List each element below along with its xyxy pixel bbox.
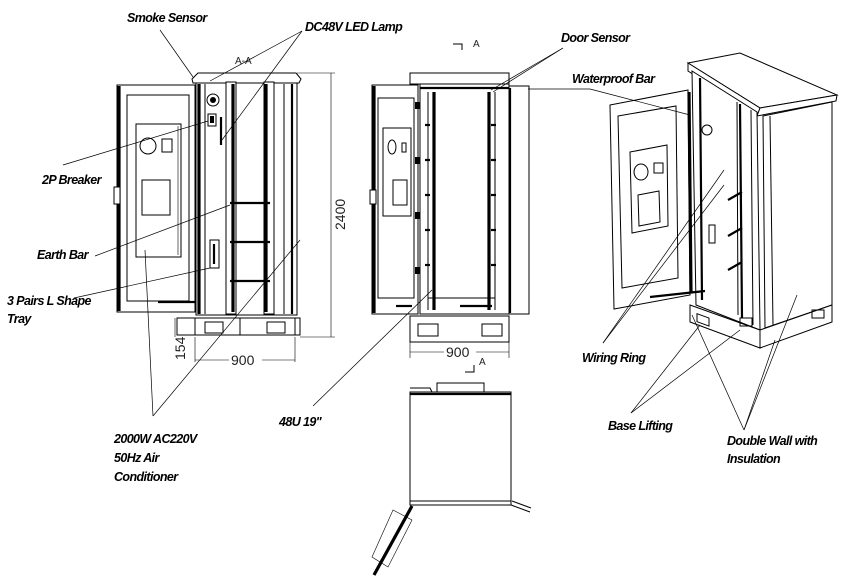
label-wiring-ring: Wiring Ring [582,351,646,365]
section-mark-bottom: A [479,357,486,368]
label-air-conditioner-3: Conditioner [114,470,179,484]
label-48u-rack: 48U 19" [278,415,323,429]
label-l-shape-tray-1: 3 Pairs L Shape [7,294,92,308]
section-view-label: A-A [235,56,252,67]
label-air-conditioner-2: 50Hz Air [114,451,160,465]
height-dimension: 2400 [332,199,348,230]
label-waterproof-bar: Waterproof Bar [572,72,656,86]
label-double-wall-2: Insulation [727,452,781,466]
left-open-door [113,84,196,313]
leader-lines [62,29,798,431]
label-2p-breaker: 2P Breaker [41,173,103,187]
label-l-shape-tray-2: Tray [7,312,32,326]
label-door-sensor: Door Sensor [561,31,631,45]
label-smoke-sensor: Smoke Sensor [127,11,208,25]
label-earth-bar: Earth Bar [37,248,90,262]
middle-open-door [369,84,419,315]
section-mark-top: A [473,39,480,50]
middle-rack-marks [425,123,496,267]
middle-front-view [369,43,530,373]
label-air-conditioner-1: 2000W AC220V [113,432,199,446]
left-cabinet-body [191,72,302,316]
top-plan-view [371,382,532,576]
label-led-lamp: DC48V LED Lamp [305,20,403,34]
left-cabinet-base [176,317,301,336]
base-height-dimension: 154 [172,336,188,360]
width-dimension-left: 900 [231,352,255,368]
left-section-view [113,72,335,362]
width-dimension-middle: 900 [446,344,470,360]
label-base-lifting: Base Lifting [608,419,673,433]
isometric-view [609,52,839,349]
label-double-wall-1: Double Wall with [727,434,818,448]
